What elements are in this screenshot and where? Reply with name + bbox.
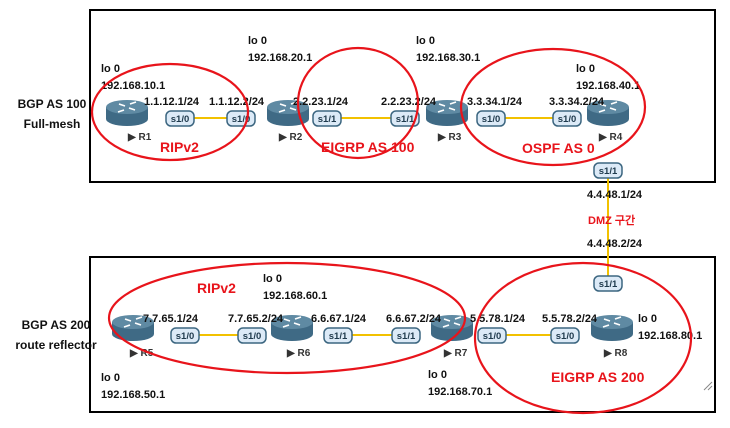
ip-r6-s1-1: 6.6.67.1/24 bbox=[311, 313, 367, 325]
lo-ip-r3: 192.168.30.1 bbox=[416, 52, 480, 64]
resize-grip-icon[interactable] bbox=[703, 381, 713, 391]
lo-label-r5: lo 0 bbox=[101, 372, 120, 384]
bgp-as100-box bbox=[89, 9, 716, 183]
svg-text:s1/0: s1/0 bbox=[482, 114, 501, 125]
zone-label-ospf: OSPF AS 0 bbox=[522, 140, 595, 156]
svg-text:s1/0: s1/0 bbox=[558, 114, 577, 125]
lo-ip-r4: 192.168.40.1 bbox=[576, 80, 640, 92]
router-r8-icon[interactable] bbox=[590, 314, 634, 342]
zone-ospf-0 bbox=[459, 47, 647, 167]
lo-ip-r6: 192.168.60.1 bbox=[263, 290, 327, 302]
svg-text:s1/0: s1/0 bbox=[232, 114, 251, 125]
router-r4-label: ▶ R4 bbox=[598, 132, 623, 143]
interface-r7-s1-1[interactable]: s1/1 bbox=[391, 327, 421, 344]
bgp-as200-subtitle: route reflector bbox=[15, 338, 97, 352]
lo-label-r1: lo 0 bbox=[101, 63, 120, 75]
interface-r4-s1-1[interactable]: s1/1 bbox=[593, 162, 623, 179]
zone-label-ripv2-top: RIPv2 bbox=[160, 139, 199, 155]
interface-r6-s1-0[interactable]: s1/0 bbox=[237, 327, 267, 344]
lo-ip-r7: 192.168.70.1 bbox=[428, 386, 492, 398]
svg-text:s1/0: s1/0 bbox=[176, 331, 195, 342]
ip-r4-s1-1: 4.4.48.1/24 bbox=[587, 189, 643, 201]
ip-r3-s1-0: 3.3.34.1/24 bbox=[467, 96, 523, 108]
interface-r8-s1-1[interactable]: s1/1 bbox=[593, 275, 623, 292]
ip-r8-s1-1: 4.4.48.2/24 bbox=[587, 238, 643, 250]
interface-r4-s1-0[interactable]: s1/0 bbox=[552, 110, 582, 127]
router-r2-label: ▶ R2 bbox=[278, 132, 303, 143]
router-r8-label: ▶ R8 bbox=[603, 348, 628, 359]
bgp-as200-title: BGP AS 200 bbox=[22, 318, 91, 332]
zone-eigrp-200 bbox=[473, 261, 693, 415]
dmz-label: DMZ 구간 bbox=[588, 213, 635, 227]
ip-r8-s1-0: 5.5.78.2/24 bbox=[542, 313, 598, 325]
svg-text:s1/0: s1/0 bbox=[171, 114, 190, 125]
svg-text:s1/0: s1/0 bbox=[556, 331, 575, 342]
router-r7-label: ▶ R7 bbox=[443, 348, 468, 359]
interface-r3-s1-1[interactable]: s1/1 bbox=[390, 110, 420, 127]
interface-r2-s1-0[interactable]: s1/0 bbox=[226, 110, 256, 127]
router-r5-label: ▶ R5 bbox=[129, 348, 154, 359]
lo-label-r8: lo 0 bbox=[638, 313, 657, 325]
zone-label-ripv2-bottom: RIPv2 bbox=[197, 280, 236, 296]
ip-r5-s1-0: 7.7.65.1/24 bbox=[143, 313, 199, 325]
interface-r3-s1-0[interactable]: s1/0 bbox=[476, 110, 506, 127]
svg-text:s1/1: s1/1 bbox=[599, 279, 618, 290]
router-r1-icon[interactable] bbox=[105, 99, 149, 127]
ip-r4-s1-0: 3.3.34.2/24 bbox=[549, 96, 605, 108]
interface-r6-s1-1[interactable]: s1/1 bbox=[323, 327, 353, 344]
interface-r2-s1-1[interactable]: s1/1 bbox=[312, 110, 342, 127]
zone-ripv2-bottom bbox=[107, 261, 467, 375]
interface-r5-s1-0[interactable]: s1/0 bbox=[170, 327, 200, 344]
interface-r7-s1-0[interactable]: s1/0 bbox=[477, 327, 507, 344]
ip-r6-s1-0: 7.7.65.2/24 bbox=[228, 313, 284, 325]
ip-r7-s1-0: 5.5.78.1/24 bbox=[470, 313, 526, 325]
ip-r2-s1-0: 1.1.12.2/24 bbox=[209, 96, 265, 108]
router-r6-label: ▶ R6 bbox=[286, 348, 311, 359]
lo-ip-r8: 192.168.80.1 bbox=[638, 330, 702, 342]
bgp-as100-subtitle: Full-mesh bbox=[24, 117, 81, 131]
interface-r8-s1-0[interactable]: s1/0 bbox=[550, 327, 580, 344]
ip-r2-s1-1: 2.2.23.1/24 bbox=[293, 96, 349, 108]
svg-text:s1/1: s1/1 bbox=[599, 166, 618, 177]
svg-text:s1/0: s1/0 bbox=[483, 331, 502, 342]
router-r1-label: ▶ R1 bbox=[127, 132, 152, 143]
svg-text:s1/1: s1/1 bbox=[396, 114, 415, 125]
lo-label-r6: lo 0 bbox=[263, 273, 282, 285]
lo-ip-r1: 192.168.10.1 bbox=[101, 80, 165, 92]
lo-label-r4: lo 0 bbox=[576, 63, 595, 75]
zone-eigrp-100 bbox=[296, 46, 420, 160]
zone-label-eigrp-100: EIGRP AS 100 bbox=[321, 139, 415, 155]
ip-r1-s1-0: 1.1.12.1/24 bbox=[144, 96, 200, 108]
svg-text:s1/0: s1/0 bbox=[243, 331, 262, 342]
interface-r1-s1-0[interactable]: s1/0 bbox=[165, 110, 195, 127]
zone-ripv2-top bbox=[90, 62, 250, 162]
bgp-as100-title: BGP AS 100 bbox=[18, 97, 87, 111]
ip-r7-s1-1: 6.6.67.2/24 bbox=[386, 313, 442, 325]
svg-text:s1/1: s1/1 bbox=[397, 331, 416, 342]
lo-label-r3: lo 0 bbox=[416, 35, 435, 47]
bgp-as200-box bbox=[89, 256, 716, 413]
router-r3-label: ▶ R3 bbox=[437, 132, 462, 143]
lo-label-r7: lo 0 bbox=[428, 369, 447, 381]
lo-ip-r5: 192.168.50.1 bbox=[101, 389, 165, 401]
lo-ip-r2: 192.168.20.1 bbox=[248, 52, 312, 64]
lo-label-r2: lo 0 bbox=[248, 35, 267, 47]
svg-text:s1/1: s1/1 bbox=[329, 331, 348, 342]
zone-label-eigrp-200: EIGRP AS 200 bbox=[551, 369, 645, 385]
svg-text:s1/1: s1/1 bbox=[318, 114, 337, 125]
ip-r3-s1-1: 2.2.23.2/24 bbox=[381, 96, 437, 108]
